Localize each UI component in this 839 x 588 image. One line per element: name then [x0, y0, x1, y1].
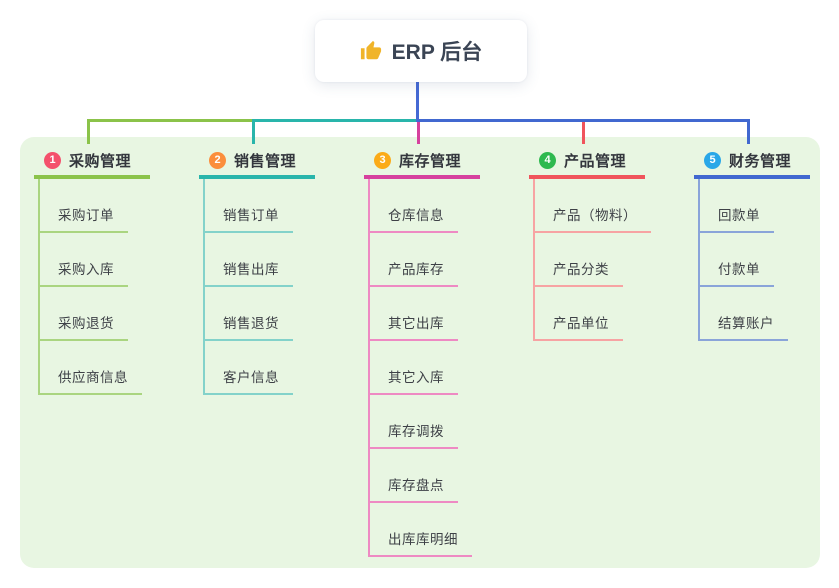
branch-header: 1 采购管理: [34, 145, 150, 179]
branch-children: 回款单付款单结算账户: [698, 179, 839, 341]
child-node: 产品库存: [370, 233, 529, 287]
child-node-label: 出库库明细: [370, 528, 472, 557]
child-node-label: 采购入库: [40, 258, 128, 287]
branch-children: 销售订单销售出库销售退货客户信息: [203, 179, 364, 395]
child-node-label: 供应商信息: [40, 366, 142, 395]
child-node: 采购退货: [40, 287, 199, 341]
branch-children: 采购订单采购入库采购退货供应商信息: [38, 179, 199, 395]
branch-number-badge: 2: [209, 151, 226, 169]
branch-header: 5 财务管理: [694, 145, 810, 179]
branch-label: 财务管理: [729, 152, 792, 170]
child-node-label: 销售退货: [205, 312, 293, 341]
branch-connector-5: [747, 122, 750, 144]
branch-number-badge: 3: [374, 151, 391, 169]
child-node: 供应商信息: [40, 341, 199, 395]
branch-connector-2: [252, 122, 255, 144]
branch-label: 产品管理: [564, 152, 627, 170]
child-node: 其它出库: [370, 287, 529, 341]
branch-number-badge: 4: [539, 151, 556, 169]
child-node: 出库库明细: [370, 503, 529, 557]
connector-segment-mid: [252, 119, 419, 122]
child-node-label: 付款单: [700, 258, 774, 287]
branch-label: 销售管理: [234, 152, 297, 170]
child-node: 库存调拨: [370, 395, 529, 449]
child-node-label: 销售订单: [205, 204, 293, 233]
branch-children: 产品（物料） 产品分类产品单位: [533, 179, 694, 341]
child-node-label: 其它入库: [370, 366, 458, 395]
thumbs-up-icon: [360, 40, 381, 60]
branch-number-badge: 1: [44, 151, 61, 169]
child-node: 结算账户: [700, 287, 839, 341]
child-node: 库存盘点: [370, 449, 529, 503]
connector-segment-right: [416, 119, 750, 122]
root-node: ERP 后台: [315, 20, 527, 82]
root-connector-line: [416, 82, 419, 122]
child-node: 销售订单: [205, 179, 364, 233]
child-node-label: 采购订单: [40, 204, 128, 233]
child-node: 回款单: [700, 179, 839, 233]
child-node-label: 产品库存: [370, 258, 458, 287]
child-node: 仓库信息: [370, 179, 529, 233]
child-node: 产品分类: [535, 233, 694, 287]
branch-header: 2 销售管理: [199, 145, 315, 179]
branch-header: 3 库存管理: [364, 145, 480, 179]
child-node: 采购订单: [40, 179, 199, 233]
connector-segment-left: [87, 119, 255, 122]
child-node-label: 产品分类: [535, 258, 623, 287]
child-node-label: 库存调拨: [370, 420, 458, 449]
child-node: 产品单位: [535, 287, 694, 341]
root-node-title: ERP 后台: [391, 41, 483, 64]
branch-connector-1: [87, 122, 90, 144]
child-node-label: 结算账户: [700, 312, 788, 341]
child-node-label: 库存盘点: [370, 474, 458, 503]
child-node-label: 客户信息: [205, 366, 293, 395]
child-node: 销售出库: [205, 233, 364, 287]
branch-header: 4 产品管理: [529, 145, 645, 179]
branch-4: 4 产品管理产品（物料） 产品分类产品单位: [529, 145, 694, 341]
child-node-label: 产品单位: [535, 312, 623, 341]
child-node-label: 产品（物料）: [535, 204, 651, 233]
child-node-label: 仓库信息: [370, 204, 458, 233]
branch-number-badge: 5: [704, 151, 721, 169]
child-node: 产品（物料）: [535, 179, 694, 233]
child-node-label: 销售出库: [205, 258, 293, 287]
branch-connector-3: [417, 122, 420, 144]
child-node: 销售退货: [205, 287, 364, 341]
branch-5: 5 财务管理回款单付款单结算账户: [694, 145, 839, 341]
mindmap-panel: [20, 137, 820, 568]
child-node-label: 回款单: [700, 204, 774, 233]
branch-connector-4: [582, 122, 585, 144]
child-node: 付款单: [700, 233, 839, 287]
branch-2: 2 销售管理销售订单销售出库销售退货客户信息: [199, 145, 364, 395]
child-node: 客户信息: [205, 341, 364, 395]
child-node-label: 采购退货: [40, 312, 128, 341]
branch-children: 仓库信息产品库存其它出库其它入库库存调拨库存盘点出库库明细: [368, 179, 529, 557]
child-node: 采购入库: [40, 233, 199, 287]
child-node: 其它入库: [370, 341, 529, 395]
child-node-label: 其它出库: [370, 312, 458, 341]
branch-label: 库存管理: [399, 152, 462, 170]
branch-3: 3 库存管理仓库信息产品库存其它出库其它入库库存调拨库存盘点出库库明细: [364, 145, 529, 557]
branch-1: 1 采购管理采购订单采购入库采购退货供应商信息: [34, 145, 199, 395]
branch-label: 采购管理: [69, 152, 132, 170]
